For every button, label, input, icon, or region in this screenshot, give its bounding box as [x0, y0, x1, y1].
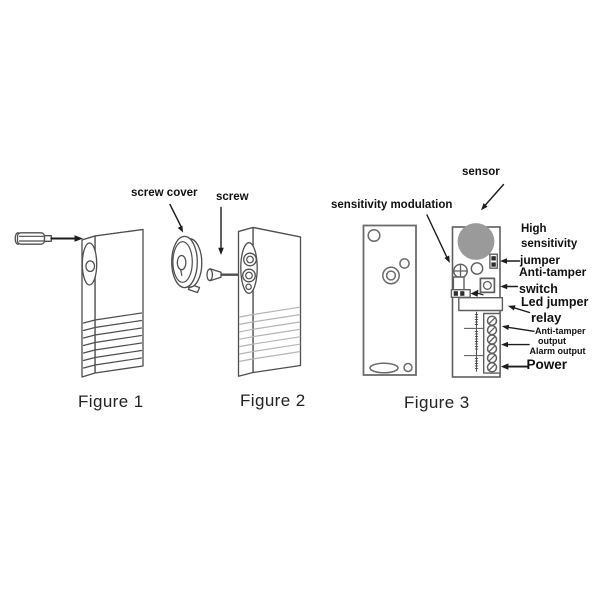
- figure1-group: [14, 228, 144, 378]
- mounting-slot: [369, 362, 399, 374]
- pcb-board: [450, 223, 504, 378]
- anti-tamper-switch-label-line1: Anti-tamper: [519, 265, 587, 279]
- screw-cover: [171, 235, 203, 294]
- screw-cover-arrow: [169, 203, 183, 233]
- figure2-device-body: [237, 226, 302, 377]
- screw-cover-label: screw cover: [131, 187, 198, 199]
- high-sensitivity-jumper-arrow: [500, 258, 521, 264]
- sensitivity-modulation-label: sensitivity modulation: [331, 199, 453, 211]
- sensor-label: sensor: [462, 166, 500, 178]
- sensor-circle: [457, 223, 495, 260]
- relay-arrow: [508, 305, 531, 314]
- alarm-output-arrow: [501, 341, 530, 348]
- high-sensitivity-jumper-label-line2: sensitivity: [521, 238, 578, 250]
- terminal-block: [483, 312, 501, 374]
- pcb-round-component: [470, 262, 484, 275]
- relay-component: [458, 297, 504, 312]
- anti-tamper-output-label-line2: output: [538, 336, 566, 346]
- mounting-hole: [367, 228, 381, 243]
- figure2-vents: [238, 306, 301, 362]
- screwdriver: [14, 232, 83, 245]
- terminal-screw: [486, 334, 498, 345]
- anti-tamper-output-arrow: [501, 324, 535, 332]
- led-jumper-arrow: [470, 289, 484, 297]
- mounting-hole: [382, 266, 400, 285]
- screwdriver-tip-arrowhead: [74, 235, 83, 242]
- screw-label: screw: [216, 191, 249, 203]
- terminal-screw: [486, 362, 498, 373]
- high-sensitivity-jumper-label-line3: jumper: [520, 252, 561, 267]
- sensitivity-potentiometer: [453, 263, 468, 279]
- sensor-arrow: [481, 183, 505, 211]
- figure1-caption: Figure 1: [78, 392, 144, 411]
- figure1-front-hole: [81, 242, 98, 286]
- terminal-screw: [486, 343, 498, 354]
- terminal-screw: [486, 352, 498, 364]
- figure3-group: [362, 183, 535, 378]
- high-sensitivity-jumper: [489, 253, 498, 269]
- terminal-screw: [486, 315, 498, 326]
- alarm-output-label: Alarm output: [529, 345, 586, 356]
- screw: [206, 268, 240, 282]
- figure2-group: [169, 203, 302, 377]
- led-jumper-label: Led jumper: [521, 294, 589, 309]
- terminal-screw: [486, 324, 498, 336]
- screw-arrow: [218, 206, 224, 255]
- figure1-device-body: [81, 228, 144, 378]
- mounting-hole: [399, 258, 410, 269]
- relay-label: relay: [531, 309, 562, 325]
- anti-tamper-switch-arrow: [500, 283, 519, 290]
- high-sensitivity-jumper-label-line1: High: [521, 223, 547, 235]
- figure2-front-hole: [240, 242, 258, 294]
- anti-tamper-switch: [479, 277, 496, 294]
- figure3-caption: Figure 3: [404, 393, 470, 412]
- anti-tamper-output-label-line1: Anti-tamper: [535, 326, 586, 336]
- pcb-silkscreen-marks: [464, 311, 484, 372]
- power-arrow: [500, 363, 528, 370]
- back-plate: [362, 224, 417, 376]
- mounting-hole: [403, 362, 413, 373]
- led-jumper: [450, 289, 471, 299]
- power-label: Power: [526, 356, 568, 372]
- figure2-caption: Figure 2: [240, 391, 306, 410]
- figure1-vents: [82, 312, 143, 369]
- anti-tamper-switch-label-line2: switch: [519, 282, 558, 296]
- sensitivity-modulation-arrow: [426, 214, 450, 263]
